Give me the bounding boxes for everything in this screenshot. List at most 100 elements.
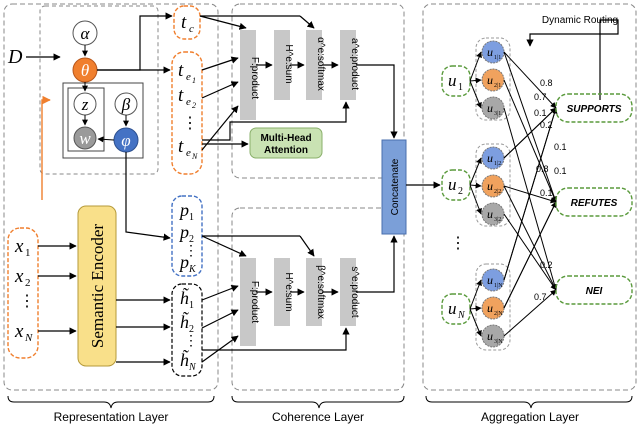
svg-text:α: α [81,24,91,43]
svg-text:K: K [188,264,197,275]
svg-text:2: 2 [25,277,31,289]
bottom-H-block [274,258,290,326]
route-line [503,289,557,337]
top-F-block [240,30,256,120]
svg-text:1: 1 [192,76,196,85]
svg-text:⋮: ⋮ [184,334,198,349]
routing-weight: 0.1 [554,142,567,152]
aggregation-brace [425,395,633,409]
svg-text:z: z [81,95,89,114]
route-line [503,51,557,109]
coherence-top-frame [231,3,405,179]
u-to-capsule-line [469,184,482,215]
top-a-block [340,30,356,100]
u1-box [441,65,471,97]
svg-text:u: u [448,175,457,194]
top-alpha-label: α^e:softmax [315,37,326,91]
capsule-sub-3-N: 3|N [494,339,503,345]
svg-text:2: 2 [189,324,194,335]
svg-text:t: t [181,12,187,33]
top-F-label: F:product [249,57,260,99]
u-to-capsule-line [469,157,482,186]
theta-node: θ [72,57,98,83]
bottom-beta-label: β^e:softmax [315,265,326,319]
route-line [503,51,558,203]
routing-weight: 0.1 [540,188,553,198]
capsule-sub-1-2: 1|2 [494,161,501,167]
multi-head-attention-block [249,127,323,159]
svg-text:2: 2 [458,186,463,197]
svg-text:Multi-Head: Multi-Head [260,133,311,144]
route-line [503,213,557,291]
semantic-encoder-block [77,205,117,367]
svg-text:u: u [448,71,457,90]
svg-text:Attention: Attention [264,145,308,156]
route-line [503,107,558,291]
svg-text:⋮: ⋮ [19,293,35,310]
u-to-capsule-line [469,77,482,84]
capsule-label-2-1: u [487,73,493,87]
dynamic-routing-loop [526,19,619,100]
u-to-capsule-line [469,308,482,337]
svg-text:1: 1 [25,247,31,259]
bottom-F-block [240,258,256,346]
bottom-s-label: s^e:product [349,266,360,318]
hidden-states-box [171,283,203,377]
refutes-box [555,187,633,217]
svg-text:t: t [178,60,184,81]
route-line [503,79,557,203]
route-line [503,185,557,291]
routing-weight: 0.1 [534,108,547,118]
capsule-label-1-2: u [487,151,493,165]
svg-text:e: e [186,71,191,83]
capsule-label-3-N: u [487,329,493,343]
svg-text:u: u [448,299,457,318]
dynamic-routing-label: Dynamic Routing [542,15,618,26]
svg-text:x: x [14,321,24,342]
beta-node: β [114,92,138,116]
aggregation-layer-label: Aggregation Layer [481,410,579,424]
svg-text:β: β [121,95,131,114]
theta-to-tc-arrow [97,12,173,71]
nei-label: NEI [586,286,603,297]
svg-text:x: x [14,266,24,287]
svg-text:2: 2 [192,101,196,110]
route-line [503,107,557,159]
top-a-label: a^e:product [349,38,360,90]
representation-layer-frame [3,3,219,391]
routing-weight: 0.1 [554,166,567,176]
svg-text:φ: φ [121,131,130,150]
capsule-sub-3-1: 3|1 [494,111,501,117]
capsule-sub-1-N: 1|N [494,283,503,289]
coherence-bottom-frame [231,207,405,391]
semantic-encoder-label: Semantic Encoder [88,224,107,348]
svg-text:e: e [186,147,191,159]
bottom-to-concat-arrow [356,235,398,293]
svg-text:1: 1 [189,300,194,311]
svg-text:N: N [457,310,466,321]
top-H-label: H^e:sum [283,44,294,83]
u-to-capsule-line [469,182,482,189]
svg-text:t: t [178,136,184,157]
routing-weight: 0.7 [534,292,547,302]
capsule-label-3-2: u [487,207,493,221]
capsule-sub-1-1: 1|1 [494,55,501,61]
plate-outer [62,82,144,159]
alpha-node: α [72,20,98,46]
svg-text:N: N [188,362,197,373]
coherence-layer-label: Coherence Layer [272,410,364,424]
uN-box [441,293,471,325]
svg-text:1: 1 [189,212,194,223]
svg-text:N: N [191,152,198,161]
svg-text:N: N [24,332,33,344]
phi-to-props-arrow [125,152,171,241]
svg-text:p: p [178,200,189,220]
top-alpha-block [306,30,322,100]
capsule-sub-2-1: 2|1 [494,83,501,89]
routing-weight: 0.2 [540,260,553,270]
w-node: w [73,126,97,150]
input-D-label: D [7,46,23,68]
x-inputs-box [7,227,39,359]
